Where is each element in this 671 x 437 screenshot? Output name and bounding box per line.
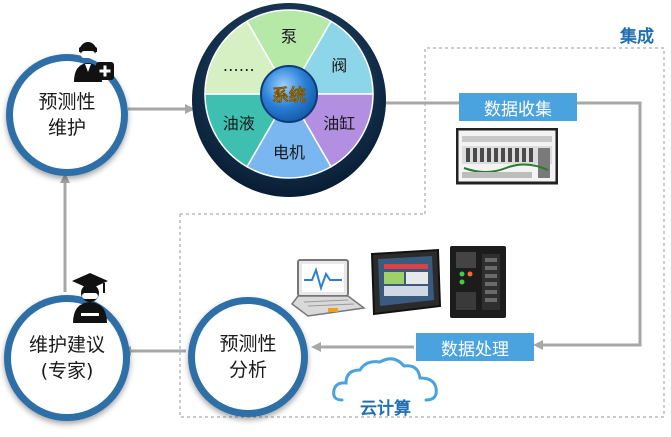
data-collection-label: 数据收集 — [459, 93, 577, 121]
wheel-hub — [260, 65, 318, 123]
maintenance-advice-node: 维护建议 (专家) — [4, 295, 130, 421]
wheel-segment — [245, 9, 333, 96]
engineer-icon — [74, 42, 114, 82]
data-acquisition-device-image — [456, 128, 558, 185]
wheel-segment-label: 电机 — [273, 143, 305, 162]
wheel-segment-label: 油缸 — [323, 114, 355, 133]
cloud-icon — [332, 357, 438, 402]
wheel-segment-label: 阀 — [331, 56, 347, 75]
wheel-segment — [245, 92, 333, 179]
hmi-panel-image — [370, 248, 442, 316]
wheel-center-label: 系统 — [272, 85, 306, 106]
wheel-segment-label: 泵 — [281, 27, 297, 46]
laptop-image — [290, 259, 366, 317]
predictive-analysis-text: 预测性 分析 — [219, 333, 277, 381]
cloud-computing-label: 云计算 — [360, 399, 411, 419]
cloud-region — [179, 213, 665, 418]
data-processing-label: 数据处理 — [416, 333, 534, 361]
predictive-analysis-node: 预测性 分析 — [188, 297, 308, 417]
expert-text: (专家) — [40, 360, 94, 382]
wheel-segment-label: 油液 — [223, 114, 255, 133]
maintenance-advice-text: 维护建议 — [28, 334, 105, 356]
expert-icon — [72, 273, 108, 323]
controller-image — [450, 246, 506, 318]
wheel-segment-label: …… — [223, 56, 255, 75]
integration-label: 集成 — [620, 27, 654, 47]
predictive-maintenance-text: 预测性 维护 — [38, 91, 96, 139]
